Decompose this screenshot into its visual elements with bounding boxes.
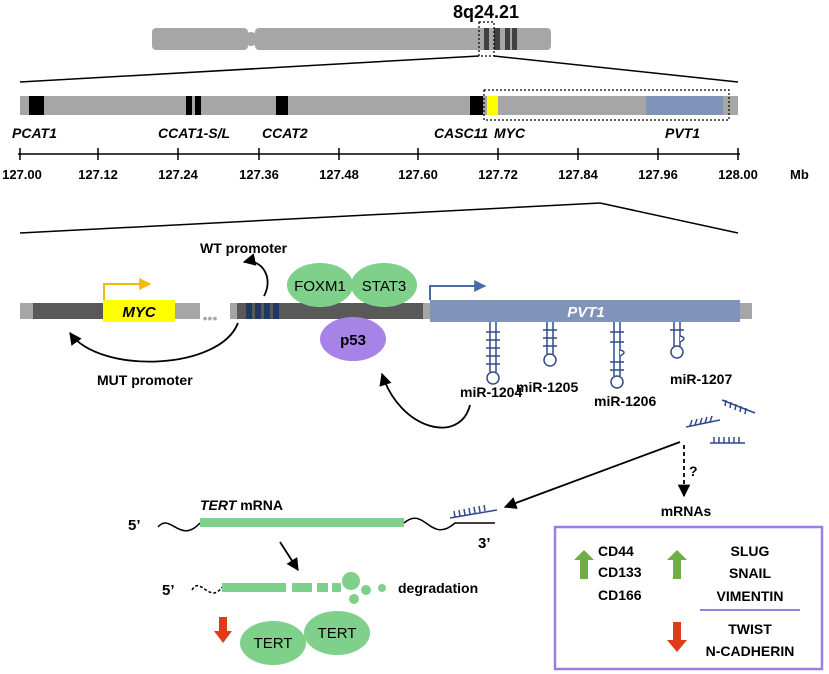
myc-gene-label: MYC: [122, 304, 157, 321]
pvt1-gene-label: PVT1: [567, 304, 605, 321]
myc-locus: [20, 278, 200, 322]
degraded-5utr: [191, 584, 223, 594]
mrna-ncadherin: N-CADHERIN: [706, 643, 795, 659]
foxm1-protein: [287, 263, 353, 307]
degraded-five-prime: 5’: [162, 582, 175, 599]
foxm1-label: FOXM1: [294, 278, 346, 295]
mrna-cd133: CD133: [598, 564, 642, 580]
myc-pvt1-highlight-box: [483, 89, 730, 121]
degradation-arrow: [279, 541, 299, 572]
tert-three-prime: 3’: [478, 535, 491, 552]
p53-protein: [320, 317, 386, 361]
mirna-1205-label: miR-1205: [516, 379, 578, 395]
degradation-label: degradation: [398, 580, 478, 596]
mrna-snail: SNAIL: [729, 565, 771, 581]
mrna-twist: TWIST: [728, 621, 772, 637]
zoom-line-right: [493, 55, 739, 83]
tick-label-7: 127.72: [478, 167, 518, 182]
tert-5utr: [157, 522, 201, 532]
tert-protein-2: [304, 611, 370, 655]
mirna-hairpins: [486, 322, 685, 389]
mature-mirna-fragments: [685, 399, 756, 444]
up-arrow-right: [667, 550, 687, 579]
question-mark: ?: [689, 463, 698, 479]
tick-label-2: 127.12: [78, 167, 118, 182]
mrna-cd44: CD44: [598, 543, 634, 559]
tert-down-arrow: [214, 617, 232, 643]
mrna-cd166: CD166: [598, 587, 642, 603]
tert-3utr: [403, 517, 495, 531]
arrow-to-tert: [503, 441, 681, 509]
wt-promoter-arrow: [242, 253, 269, 297]
tick-label-10: 128.00: [718, 167, 758, 182]
wt-promoter-label: WT promoter: [200, 240, 288, 256]
tick-label-8: 127.84: [558, 167, 599, 182]
tert-protein-1: [240, 621, 306, 665]
scale-axis: [18, 148, 740, 160]
tert-five-prime: 5’: [128, 517, 141, 534]
mut-promoter-label: MUT promoter: [97, 372, 193, 388]
mirna-1204-label: miR-1204: [460, 384, 522, 400]
region-bar: [20, 89, 738, 121]
mirna-bound-to-tert: [449, 504, 498, 519]
mrnas-title: mRNAs: [661, 503, 712, 519]
tert-mrna-label: TERT mRNA: [200, 497, 283, 513]
tert-gene-name: TERT: [200, 497, 238, 513]
tert-mrna-suffix: mRNA: [236, 497, 283, 513]
tick-label-6: 127.60: [398, 167, 438, 182]
gene-label-ccat2: CCAT2: [262, 125, 308, 141]
zoom2-line-right: [599, 202, 739, 234]
mirna-1207-label: miR-1207: [670, 371, 732, 387]
tick-label-1: 127.00: [2, 167, 42, 182]
mrna-vimentin: VIMENTIN: [717, 588, 784, 604]
axis-unit: Mb: [790, 167, 809, 182]
gene-label-ccat1: CCAT1-S/L: [158, 125, 230, 141]
gene-label-myc: MYC: [494, 125, 526, 141]
degraded-mrna-fragments: [222, 572, 386, 604]
mirna-1206-label: miR-1206: [594, 393, 656, 409]
mirna-feedback-arrow: [379, 372, 471, 429]
mut-promoter-arrow: [69, 322, 239, 363]
tick-label-9: 127.96: [638, 167, 678, 182]
tert-mrna-body: [200, 518, 404, 527]
mrnas-panel: [553, 525, 824, 671]
tick-label-4: 127.36: [239, 167, 279, 182]
tert-protein-1-label: TERT: [254, 635, 293, 652]
band-label: 8q24.21: [453, 2, 519, 22]
stat3-label: STAT3: [362, 278, 406, 295]
gene-label-casc11: CASC11: [434, 125, 488, 141]
band-highlight-box: [478, 21, 495, 57]
p53-label: p53: [340, 332, 366, 349]
gene-label-pvt1: PVT1: [665, 125, 700, 141]
up-arrow-left: [574, 550, 594, 579]
tick-label-5: 127.48: [319, 167, 359, 182]
ellipsis-dots: •••: [203, 310, 218, 326]
stat3-protein: [351, 263, 417, 307]
zoom2-line-left: [19, 202, 601, 234]
tick-label-3: 127.24: [158, 167, 199, 182]
chromosome-ideogram: [152, 21, 551, 57]
tert-protein-2-label: TERT: [318, 625, 357, 642]
pvt1-locus: [230, 280, 752, 322]
gene-label-pcat1: PCAT1: [12, 125, 57, 141]
zoom-line-left: [19, 55, 480, 83]
mrna-slug: SLUG: [731, 543, 770, 559]
down-arrow-right: [667, 622, 687, 652]
